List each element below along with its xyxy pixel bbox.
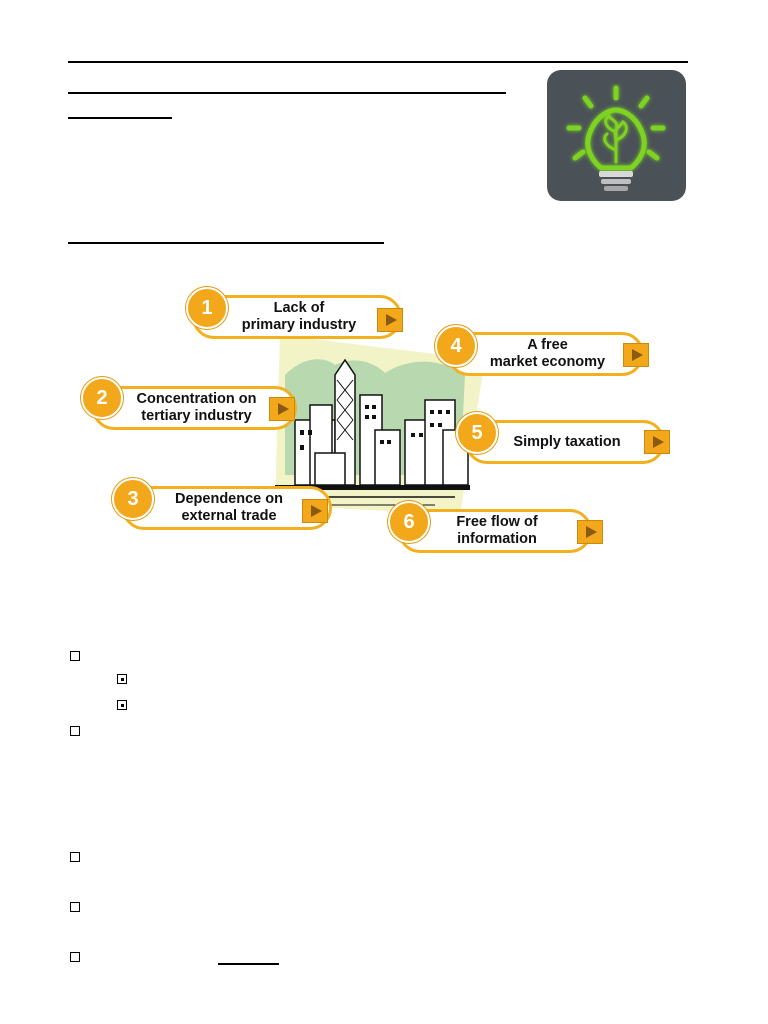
item-3-label: Dependence on external trade bbox=[175, 491, 283, 524]
item-5-number: 5 bbox=[456, 412, 498, 454]
blank-line-4 bbox=[218, 963, 279, 965]
item-3-arrow-icon bbox=[302, 499, 328, 523]
item-6-label: Free flow of information bbox=[456, 514, 538, 547]
item-5-label: Simply taxation bbox=[513, 433, 621, 450]
bullet-checkbox-2 bbox=[70, 726, 80, 736]
hong-kong-economy-diagram: Lack of primary industry 1 Concentration… bbox=[70, 280, 680, 570]
item-4-number: 4 bbox=[435, 325, 477, 367]
item-5-arrow-icon bbox=[644, 430, 670, 454]
blank-line-2 bbox=[68, 117, 172, 119]
item-a-free-market-economy: A free market economy bbox=[447, 332, 644, 376]
item-3-number: 3 bbox=[112, 478, 154, 520]
item-2-number: 2 bbox=[81, 377, 123, 419]
item-simply-taxation: Simply taxation bbox=[465, 420, 665, 464]
item-1-label: Lack of primary industry bbox=[241, 300, 357, 333]
city-skyline-illustration bbox=[275, 335, 485, 515]
bullet-checkbox-4 bbox=[70, 902, 80, 912]
item-dependence-on-external-trade: Dependence on external trade bbox=[122, 486, 332, 530]
blank-line-1 bbox=[68, 92, 506, 94]
item-4-arrow-icon bbox=[623, 343, 649, 367]
bullet-checkbox-3 bbox=[70, 852, 80, 862]
item-1-arrow-icon bbox=[377, 308, 403, 332]
bullet-checkbox-1 bbox=[70, 651, 80, 661]
item-concentration-on-tertiary-industry: Concentration on tertiary industry bbox=[92, 386, 297, 430]
sub-bullet-checkbox-2 bbox=[117, 700, 127, 710]
item-6-arrow-icon bbox=[577, 520, 603, 544]
item-6-number: 6 bbox=[388, 501, 430, 543]
bullet-checkbox-5 bbox=[70, 952, 80, 962]
item-4-label: A free market economy bbox=[489, 337, 606, 370]
sub-bullet-checkbox-1 bbox=[117, 674, 127, 684]
item-1-number: 1 bbox=[186, 287, 228, 329]
item-2-label: Concentration on tertiary industry bbox=[136, 391, 257, 424]
item-2-arrow-icon bbox=[269, 397, 295, 421]
lightbulb-leaf-icon bbox=[547, 70, 686, 201]
blank-line-3 bbox=[68, 242, 384, 244]
top-rule bbox=[68, 61, 688, 63]
